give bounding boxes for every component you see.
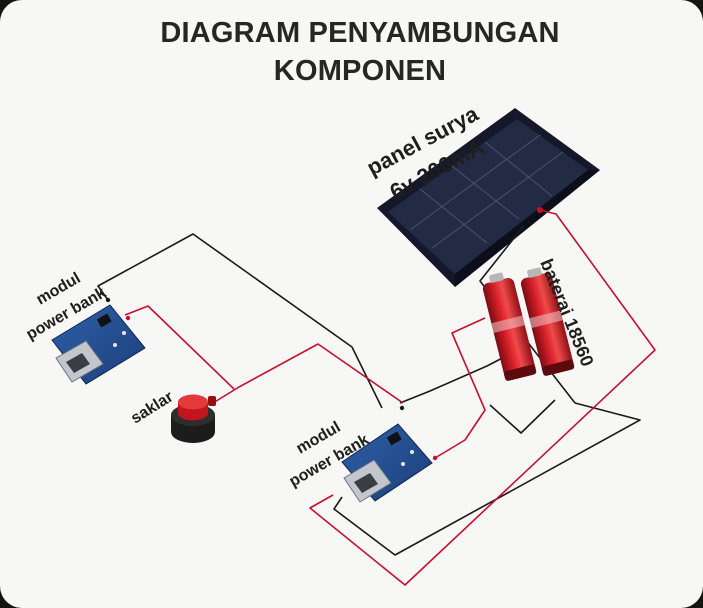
- power-bank-module-right: [341, 405, 438, 503]
- battery-pack: [482, 267, 575, 381]
- wires: [97, 209, 656, 586]
- module-right-negative-pad: [399, 405, 405, 411]
- wire-switch-to-module-right-positive: [212, 343, 404, 404]
- power-bank-module-left: [51, 297, 146, 385]
- module-right-positive-pad: [432, 455, 438, 461]
- module-left-negative-pad: [105, 297, 111, 303]
- switch-label: saklar: [128, 388, 176, 427]
- diagram-title-line-1: DIAGRAM PENYAMBUNGAN: [160, 17, 560, 49]
- wire-battery-positive: [434, 317, 486, 459]
- solar-panel: [377, 108, 600, 287]
- wire-module-left-to-switch: [97, 233, 353, 348]
- wire-module-left-to-switch-positive: [124, 305, 235, 390]
- wire-module-right-to-battery-neg: [399, 352, 513, 404]
- module-left-positive-pad: [125, 315, 131, 321]
- diagram-title: DIAGRAM PENYAMBUNGAN KOMPONEN: [80, 14, 640, 90]
- diagram-title-line-2: KOMPONEN: [273, 55, 447, 87]
- switch-button: [171, 394, 216, 443]
- wire-output-black: [333, 402, 641, 556]
- battery-cell-right: [520, 267, 575, 376]
- battery-cell-left: [482, 272, 537, 381]
- wire-output-red: [309, 209, 656, 586]
- wire-battery-bottom: [489, 399, 556, 434]
